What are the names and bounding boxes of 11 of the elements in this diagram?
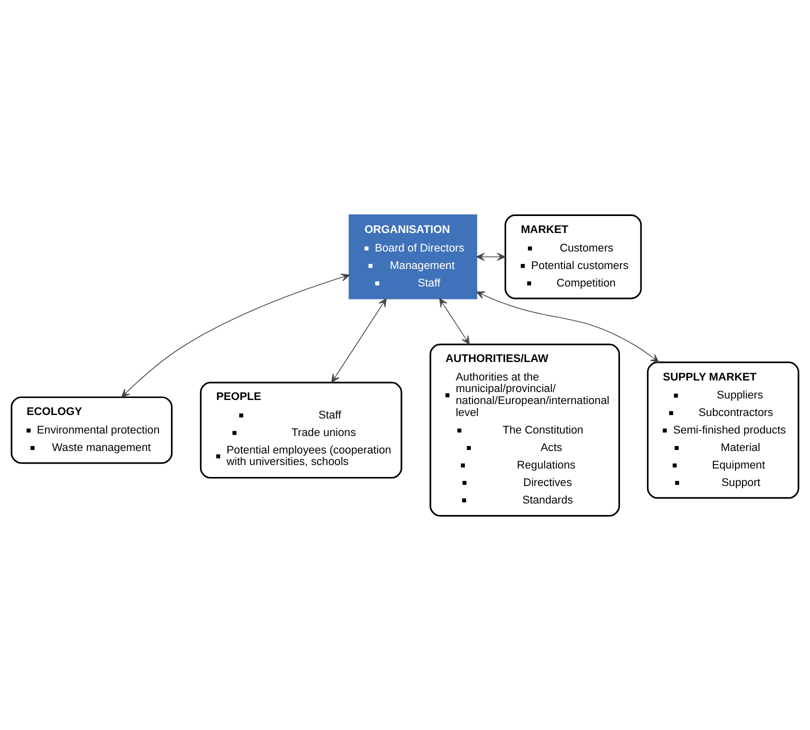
arrow (331, 298, 387, 382)
arrow (439, 298, 470, 344)
node-box: PEOPLE Staff Trade unions Potential employees (cooperation with universities, schools (200, 381, 402, 478)
node-box: ECOLOGY Environmental protection Waste management (10, 396, 173, 464)
arrow (476, 252, 506, 260)
node-box: SUPPLY MARKET Suppliers Subcontractors Semi-finished products Material Equipment Support (646, 361, 800, 498)
arrow (476, 290, 660, 362)
node-box: ORGANISATION Board of Directors Management Staff (348, 214, 478, 299)
node-box: MARKET Customers Potential customers Competition (504, 214, 642, 299)
arrow (121, 273, 350, 398)
node-box: AUTHORITIES/LAW Authorities at the municipal/provincial/ national/European/international level The Constitution Acts Regulations Directives Standards (430, 343, 620, 516)
